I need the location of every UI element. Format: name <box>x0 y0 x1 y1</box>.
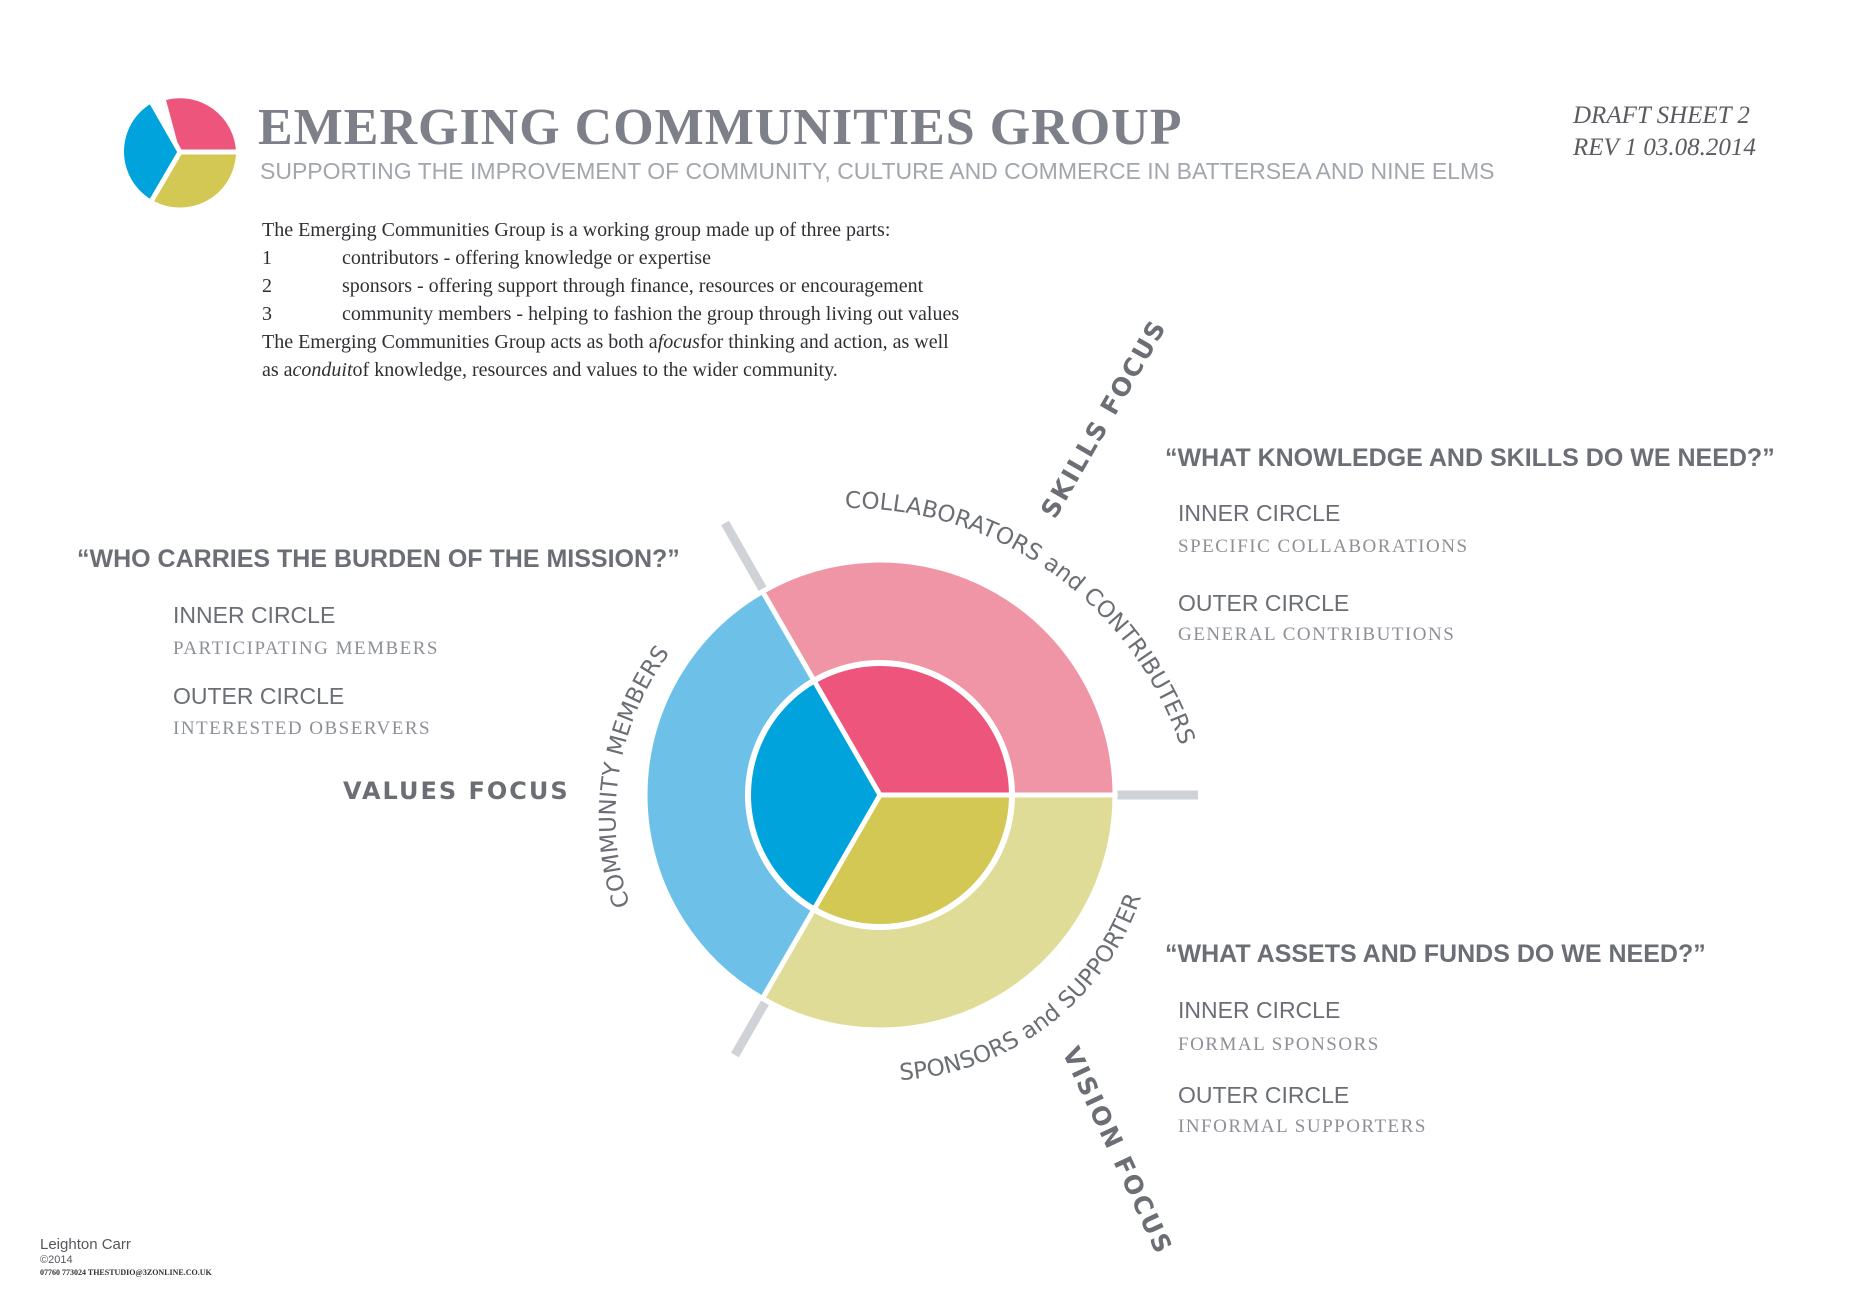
values-outer-title: OUTER CIRCLE <box>173 683 345 709</box>
intro-list-item: 3 community members - helping to fashion … <box>262 300 1082 328</box>
intro-text-part: as a <box>262 359 293 381</box>
item-number: 3 <box>262 303 272 325</box>
item-text: community members - helping to fashion t… <box>342 303 960 325</box>
values-focus-label: VALUES FOCUS <box>343 777 570 805</box>
intro-list-item: 1 contributors - offering knowledge or ex… <box>262 244 1082 272</box>
item-number: 2 <box>262 275 272 297</box>
vision-focus-label: VISION FOCUS <box>1057 1042 1179 1259</box>
divider-line-top <box>721 520 769 596</box>
skills-outer-title: OUTER CIRCLE <box>1178 590 1350 616</box>
intro-line: The Emerging Communities Group is a work… <box>262 219 891 241</box>
values-inner-title: INNER CIRCLE <box>173 602 336 628</box>
values-inner-sub: PARTICIPATING MEMBERS <box>173 638 439 659</box>
item-number: 1 <box>262 247 272 269</box>
vision-inner-title: INNER CIRCLE <box>1178 997 1341 1023</box>
intro-text-part: of knowledge, resources and values to th… <box>352 359 838 381</box>
contact-info: 07760 773024 THESTUDIO@3ZONLINE.CO.UK <box>40 1268 212 1277</box>
intro-text-part: The Emerging Communities Group acts as b… <box>262 331 658 353</box>
skills-focus-label: SKILLS FOCUS <box>1035 314 1172 523</box>
values-question: “WHO CARRIES THE BURDEN OF THE MISSION?” <box>77 545 680 573</box>
values-outer-sub: INTERESTED OBSERVERS <box>173 718 432 739</box>
vision-question: “WHAT ASSETS AND FUNDS DO WE NEED?” <box>1165 940 1706 968</box>
skills-outer-sub: GENERAL CONTRIBUTIONS <box>1178 624 1456 645</box>
vision-inner-sub: FORMAL SPONSORS <box>1178 1034 1380 1055</box>
logo <box>123 98 236 208</box>
intro-line: as a conduit of knowledge, resources and… <box>262 356 1082 384</box>
author-name: Leighton Carr <box>40 1236 131 1253</box>
skills-inner-sub: SPECIFIC COLLABORATIONS <box>1178 536 1469 557</box>
intro-list-item: 2 sponsors - offering support through fin… <box>262 272 1082 300</box>
page-title: EMERGING COMMUNITIES GROUP <box>258 99 1183 156</box>
logo-pink-segment <box>166 98 236 152</box>
intro-text: The Emerging Communities Group is a work… <box>262 216 1082 384</box>
page-subtitle: SUPPORTING THE IMPROVEMENT OF COMMUNITY,… <box>260 158 1495 184</box>
intro-text-part: for thinking and action, as well <box>699 331 949 353</box>
skills-question: “WHAT KNOWLEDGE AND SKILLS DO WE NEED?” <box>1165 444 1775 472</box>
intro-emphasis: conduit <box>292 359 353 381</box>
item-text: contributors - offering knowledge or exp… <box>342 247 711 269</box>
item-text: sponsors - offering support through fina… <box>342 275 924 297</box>
revision-label: REV 1 03.08.2014 <box>1573 134 1756 161</box>
vision-outer-title: OUTER CIRCLE <box>1178 1082 1350 1108</box>
draft-sheet-label: DRAFT SHEET 2 <box>1573 102 1750 129</box>
skills-inner-title: INNER CIRCLE <box>1178 500 1341 526</box>
copyright-year: ©2014 <box>40 1254 73 1266</box>
intro-line: The Emerging Communities Group acts as b… <box>262 328 1082 356</box>
vision-outer-sub: INFORMAL SUPPORTERS <box>1178 1116 1427 1137</box>
intro-emphasis: focus <box>657 331 700 353</box>
